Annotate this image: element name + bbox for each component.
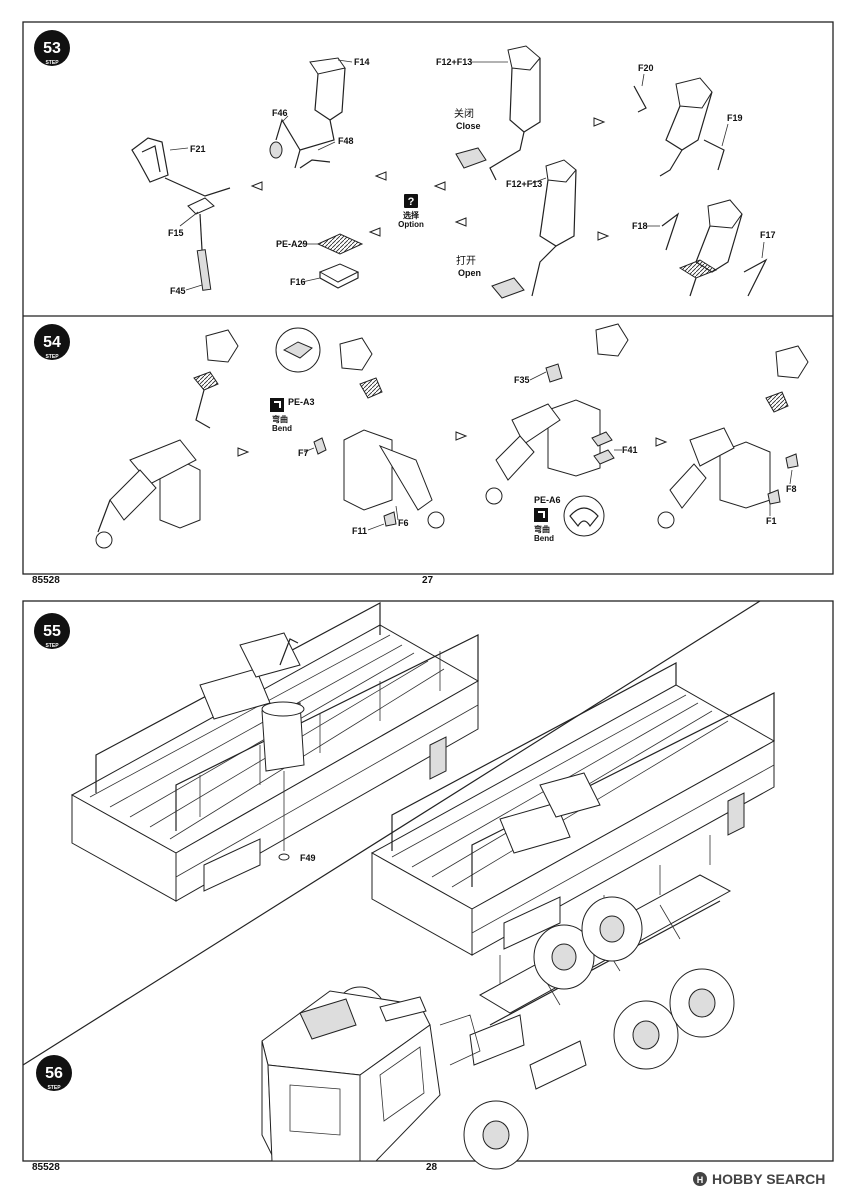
bend-indicator-a	[270, 398, 284, 412]
svg-text:56: 56	[45, 1065, 63, 1082]
page-27-frame	[22, 21, 834, 575]
page-code-bottom: 85528	[32, 1162, 60, 1173]
step-55-badge: 55 STEP	[34, 613, 70, 649]
label-f16: F16	[290, 277, 306, 287]
svg-text:选择: 选择	[403, 210, 420, 220]
label-bend-cn-a: 弯曲	[272, 414, 288, 424]
label-f46: F46	[272, 108, 288, 118]
watermark-text: HOBBY SEARCH	[712, 1171, 825, 1187]
label-f8: F8	[786, 484, 797, 494]
label-f18: F18	[632, 221, 648, 231]
step-56-badge: 56 STEP	[36, 1055, 72, 1091]
wheel-2	[581, 896, 643, 962]
label-f7: F7	[298, 448, 309, 458]
label-pe-a29: PE-A29	[276, 239, 308, 249]
label-f15: F15	[168, 228, 184, 238]
svg-text:STEP: STEP	[45, 354, 59, 360]
detail-bubble-2	[563, 495, 605, 537]
wheel-3	[613, 1000, 679, 1070]
turret-assembly-4	[657, 345, 809, 529]
pe-a29-part	[301, 233, 364, 289]
turret-assembly-3	[485, 323, 629, 505]
svg-text:53: 53	[43, 40, 61, 57]
seat-closed-assembly	[455, 45, 541, 181]
label-f6: F6	[398, 518, 409, 528]
label-bend-cn-b: 弯曲	[534, 524, 550, 534]
label-f20: F20	[638, 63, 654, 73]
step-54-badge: 54 STEP	[34, 324, 70, 360]
label-close-cn: 关闭	[454, 107, 474, 120]
option-indicator: ? 选择 Option	[398, 194, 424, 229]
svg-text:55: 55	[43, 623, 61, 640]
label-bend-en-a: Bend	[272, 424, 292, 433]
svg-text:STEP: STEP	[45, 643, 59, 649]
page-28-frame	[22, 600, 834, 1162]
instruction-page-28: 55 STEP F49 56 STEP	[0, 595, 851, 1200]
label-f11: F11	[352, 526, 367, 536]
label-f48: F48	[338, 136, 354, 146]
label-f19: F19	[727, 113, 743, 123]
label-f45: F45	[170, 286, 186, 296]
step-53-badge: 53 STEP	[34, 30, 70, 66]
wheel-4	[669, 968, 735, 1038]
page-28-drawing: 55 STEP F49 56 STEP	[22, 600, 834, 1187]
label-f21: F21	[190, 144, 206, 154]
hobby-search-watermark: H HOBBY SEARCH	[693, 1171, 825, 1187]
label-bend-en-b: Bend	[534, 534, 554, 543]
label-open-en: Open	[458, 268, 481, 278]
page-number-28: 28	[426, 1162, 438, 1173]
label-f14: F14	[354, 57, 370, 67]
label-open-cn: 打开	[456, 254, 476, 267]
wheel-1	[533, 924, 595, 990]
label-pe-a6: PE-A6	[534, 495, 561, 505]
label-f41: F41	[622, 445, 638, 455]
wheel-5	[463, 1100, 529, 1170]
svg-text:STEP: STEP	[47, 1085, 61, 1091]
rail-assembly-f21	[131, 137, 231, 291]
svg-text:?: ?	[408, 196, 415, 208]
instruction-page-27: 53 STEP F14 F46 F48 F21 F15 F45 PE	[0, 0, 851, 590]
step-54-arrows	[237, 431, 668, 457]
label-pe-a3: PE-A3	[288, 397, 315, 407]
seat-f17-f18-assembly	[646, 199, 768, 297]
svg-text:Option: Option	[398, 220, 424, 229]
label-close-en: Close	[456, 121, 481, 131]
label-f1: F1	[766, 516, 777, 526]
detail-bubble-1	[275, 327, 321, 373]
label-f17: F17	[760, 230, 776, 240]
svg-text:54: 54	[43, 334, 61, 351]
page-number-27: 27	[422, 575, 434, 586]
svg-text:STEP: STEP	[45, 60, 59, 66]
label-f12-f13-b: F12+F13	[506, 179, 542, 189]
truck-chassis	[261, 874, 735, 1170]
page-27-drawing: 53 STEP F14 F46 F48 F21 F15 F45 PE	[22, 21, 834, 586]
step-53-arrows	[250, 117, 610, 241]
cargo-bed-step-55	[70, 601, 480, 902]
turret-assembly-1	[95, 329, 239, 549]
label-f49: F49	[300, 853, 316, 863]
page-code-top: 85528	[32, 575, 60, 586]
cargo-bed-step-56	[370, 661, 776, 995]
turret-assembly-2	[303, 337, 445, 531]
bend-indicator-b	[534, 508, 548, 522]
label-f35: F35	[514, 375, 530, 385]
seat-f19-f20-assembly	[633, 73, 729, 177]
seat-open-assembly	[491, 159, 577, 299]
label-f12-f13-a: F12+F13	[436, 57, 472, 67]
svg-text:H: H	[697, 1175, 704, 1185]
seat-assembly-f14	[269, 57, 353, 169]
